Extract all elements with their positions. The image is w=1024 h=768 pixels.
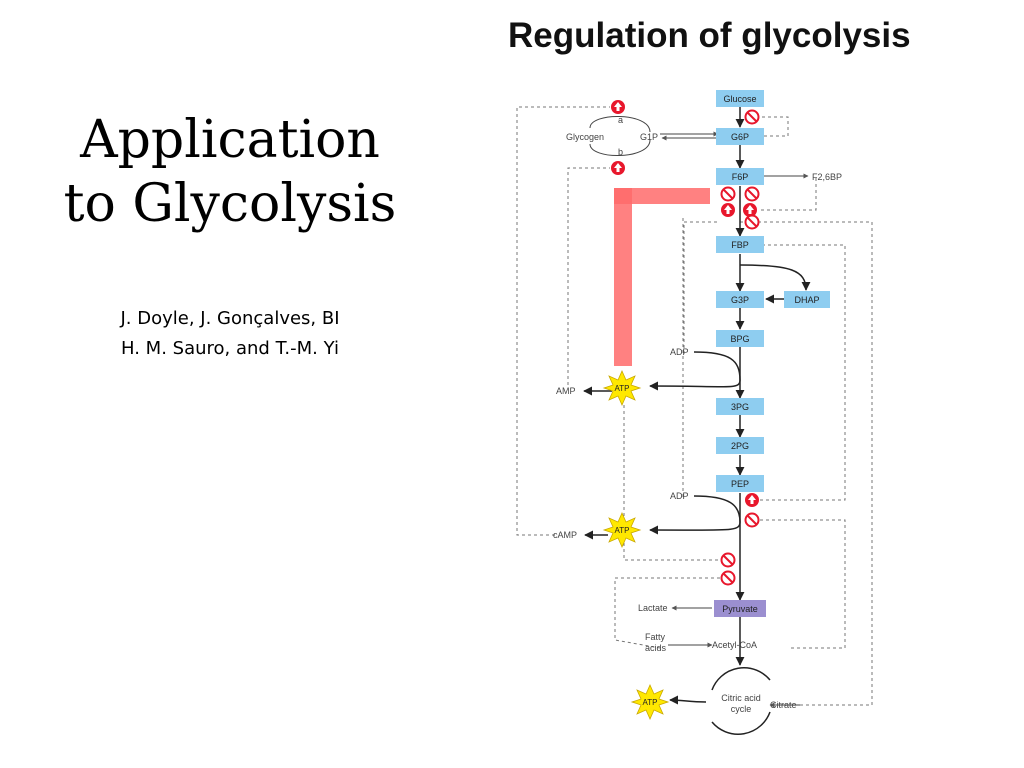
svg-text:BPG: BPG: [730, 334, 749, 344]
activator-icon: [611, 161, 625, 175]
highlight-bracket: [614, 188, 710, 366]
authors-line-1: J. Doyle, J. Gonçalves, BI: [120, 308, 340, 329]
svg-text:ATP: ATP: [643, 698, 658, 707]
figure-title: Regulation of glycolysis: [508, 16, 911, 55]
svg-text:F6P: F6P: [732, 172, 749, 182]
inhibitor-icon: [720, 186, 736, 202]
slide-title: Application to Glycolysis: [30, 108, 430, 236]
node-3pg: 3PG: [716, 398, 764, 415]
node-glucose: Glucose: [716, 90, 764, 107]
label-a: a: [618, 115, 623, 125]
pathway-arrows: [583, 107, 811, 666]
camp-label: cAMP: [553, 530, 577, 540]
svg-text:2PG: 2PG: [731, 441, 749, 451]
svg-text:PEP: PEP: [731, 479, 749, 489]
svg-text:Glucose: Glucose: [723, 94, 756, 104]
node-pyruvate: Pyruvate: [714, 600, 766, 617]
glycogen-label: Glycogen: [566, 132, 604, 142]
node-dhap: DHAP: [784, 291, 830, 308]
regulatory-lines: [516, 106, 873, 706]
node-g3p: G3P: [716, 291, 764, 308]
svg-text:Pyruvate: Pyruvate: [722, 604, 758, 614]
glycogen-cycle: [589, 116, 809, 708]
f26bp-label: F2,6BP: [812, 172, 842, 182]
citric-acid-label-1: Citric acid: [721, 693, 761, 703]
fatty-acids-label-1: Fatty: [645, 632, 666, 642]
inhibitor-icon: [744, 512, 760, 528]
svg-text:3PG: 3PG: [731, 402, 749, 412]
svg-text:G3P: G3P: [731, 295, 749, 305]
activator-icon: [745, 493, 759, 507]
inhibitor-icon: [720, 570, 736, 586]
title-line-1: Application: [80, 110, 380, 170]
authors: J. Doyle, J. Gonçalves, BI H. M. Sauro, …: [40, 304, 420, 364]
inhibitor-icon: [744, 109, 760, 125]
acetyl-coa-label: Acetyl-CoA: [712, 640, 757, 650]
citrate-label: Citrate: [770, 700, 797, 710]
inhibitor-icon: [744, 186, 760, 202]
fatty-acids-label-2: acids: [645, 643, 667, 653]
citric-acid-label-2: cycle: [731, 704, 752, 714]
atp-star-3: ATP: [630, 684, 670, 720]
lactate-label: Lactate: [638, 603, 668, 613]
node-g6p: G6P: [716, 128, 764, 145]
atp-star-2: ATP: [602, 512, 642, 548]
diagram-labels: Glycogen a b G1P F2,6BP ADP AMP ADP cAMP…: [553, 115, 842, 714]
activator-icon: [611, 100, 625, 114]
adp-label-1: ADP: [670, 347, 689, 357]
citric-cycle: [669, 667, 771, 735]
svg-text:DHAP: DHAP: [794, 295, 819, 305]
node-fbp: FBP: [716, 236, 764, 253]
svg-text:G6P: G6P: [731, 132, 749, 142]
g1p-label: G1P: [640, 132, 658, 142]
svg-text:FBP: FBP: [731, 240, 749, 250]
activator-icon: [721, 203, 735, 217]
inhibitor-icon: [744, 214, 760, 230]
atp-star-1: ATP: [602, 370, 642, 406]
node-bpg: BPG: [716, 330, 764, 347]
node-f6p: F6P: [716, 168, 764, 185]
node-2pg: 2PG: [716, 437, 764, 454]
label-b: b: [618, 147, 623, 157]
inhibitor-icon: [720, 552, 736, 568]
authors-line-2: H. M. Sauro, and T.-M. Yi: [121, 338, 339, 359]
node-pep: PEP: [716, 475, 764, 492]
svg-text:ATP: ATP: [615, 384, 630, 393]
title-line-2: to Glycolysis: [63, 174, 397, 234]
adp-label-2: ADP: [670, 491, 689, 501]
amp-label: AMP: [556, 386, 576, 396]
svg-text:ATP: ATP: [615, 526, 630, 535]
